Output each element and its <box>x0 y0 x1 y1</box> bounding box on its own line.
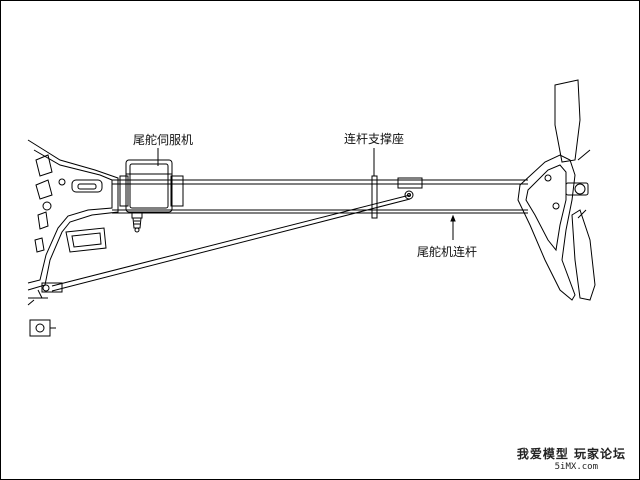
watermark-site: 5iMX.com <box>554 462 598 472</box>
rod-support <box>371 172 423 219</box>
tail-boom <box>112 179 528 214</box>
watermark: 我爱模型 玩家论坛 5iMX.com <box>517 445 626 472</box>
tail-pushrod-label: 尾舵机连杆 <box>417 245 478 259</box>
tail-servo-label: 尾舵伺服机 <box>133 133 194 147</box>
main-frame <box>27 139 119 337</box>
tail-gearbox <box>517 79 596 301</box>
tail-pushrod <box>37 194 411 299</box>
rod-support-label: 连杆支撑座 <box>344 132 405 146</box>
tail-servo <box>119 159 184 233</box>
leader-lines <box>157 148 456 240</box>
watermark-title: 我爱模型 玩家论坛 <box>516 447 626 461</box>
